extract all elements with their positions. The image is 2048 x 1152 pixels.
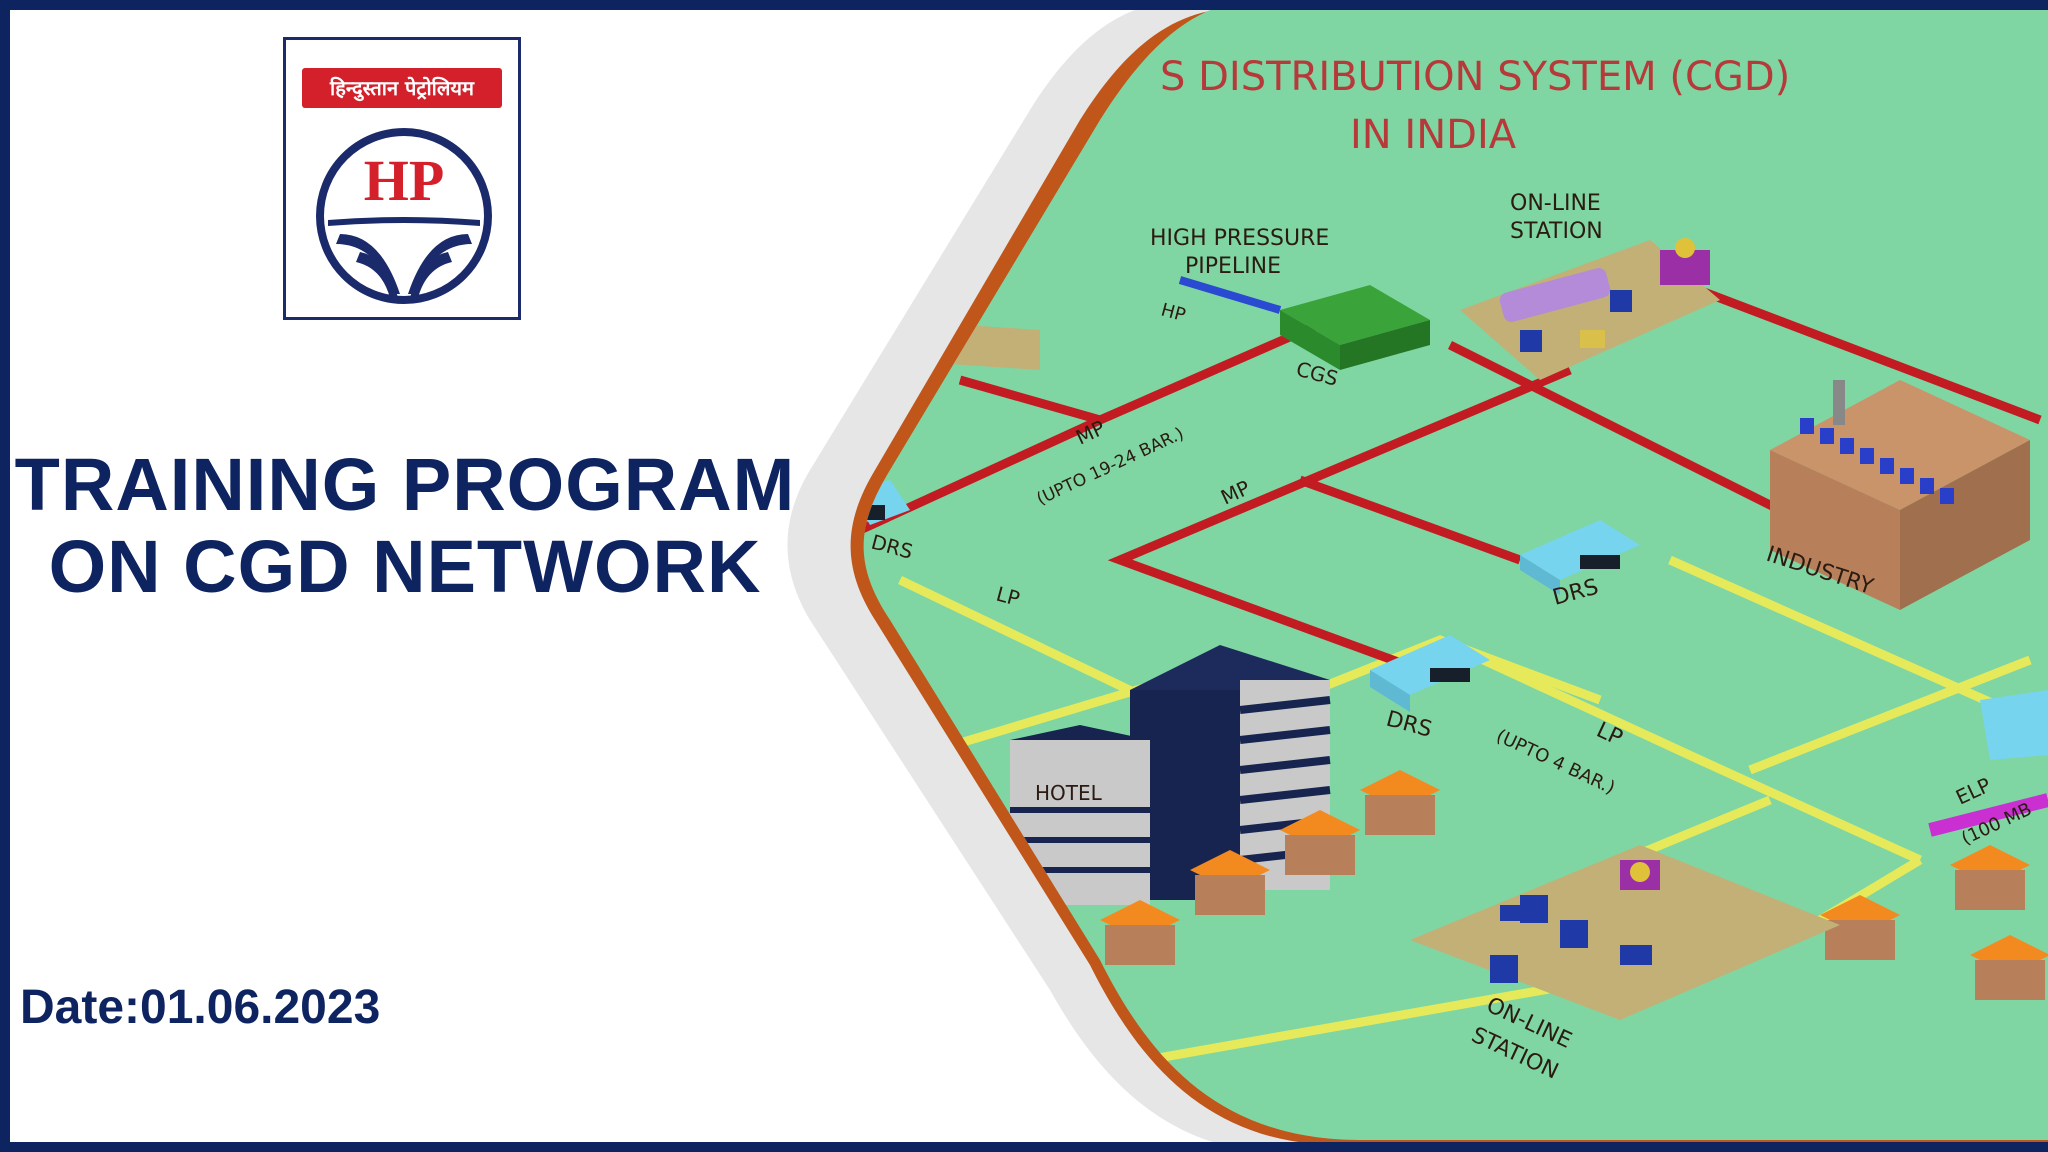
- title-line-1: TRAINING PROGRAM: [14, 443, 796, 526]
- diagram-title-line-2: IN INDIA: [1350, 112, 1517, 158]
- title-line-2: ON CGD NETWORK: [48, 525, 762, 608]
- label-online-station-top-1: ON-LINE: [1510, 191, 1601, 216]
- industry-icon: [1770, 380, 2030, 610]
- label-hotel: HOTEL: [1035, 781, 1103, 805]
- label-high-pressure-1: HIGH PRESSURE: [1150, 226, 1329, 251]
- label-high-pressure-2: PIPELINE: [1185, 254, 1281, 279]
- cgs-station-icon: [1280, 285, 1430, 370]
- hp-emblem-icon: HP: [316, 128, 492, 304]
- drs-box-edge: [1980, 690, 2048, 760]
- label-online-station-top-2: STATION: [1510, 219, 1603, 244]
- drs-box-middle: [1370, 635, 1490, 712]
- logo-hp-text: HP: [364, 148, 445, 213]
- bus-icon: [1499, 268, 1611, 322]
- hp-pipeline: [1178, 276, 1282, 314]
- slide-title: TRAINING PROGRAM ON CGD NETWORK: [10, 444, 800, 608]
- diagram-title-line-1: S DISTRIBUTION SYSTEM (CGD): [1160, 54, 1790, 100]
- elp-pipe: [1928, 793, 2048, 837]
- houses-group: [1100, 770, 2048, 1000]
- slide-date: Date:01.06.2023: [20, 981, 381, 1034]
- hp-logo: हिन्दुस्तान पेट्रोलियम HP: [283, 37, 521, 320]
- drs-box-right: [1520, 520, 1640, 595]
- cgd-diagram-image: S DISTRIBUTION SYSTEM (CGD) IN INDIA ON-…: [787, 0, 2048, 1152]
- logo-hindi-text: हिन्दुस्तान पेट्रोलियम: [302, 68, 502, 108]
